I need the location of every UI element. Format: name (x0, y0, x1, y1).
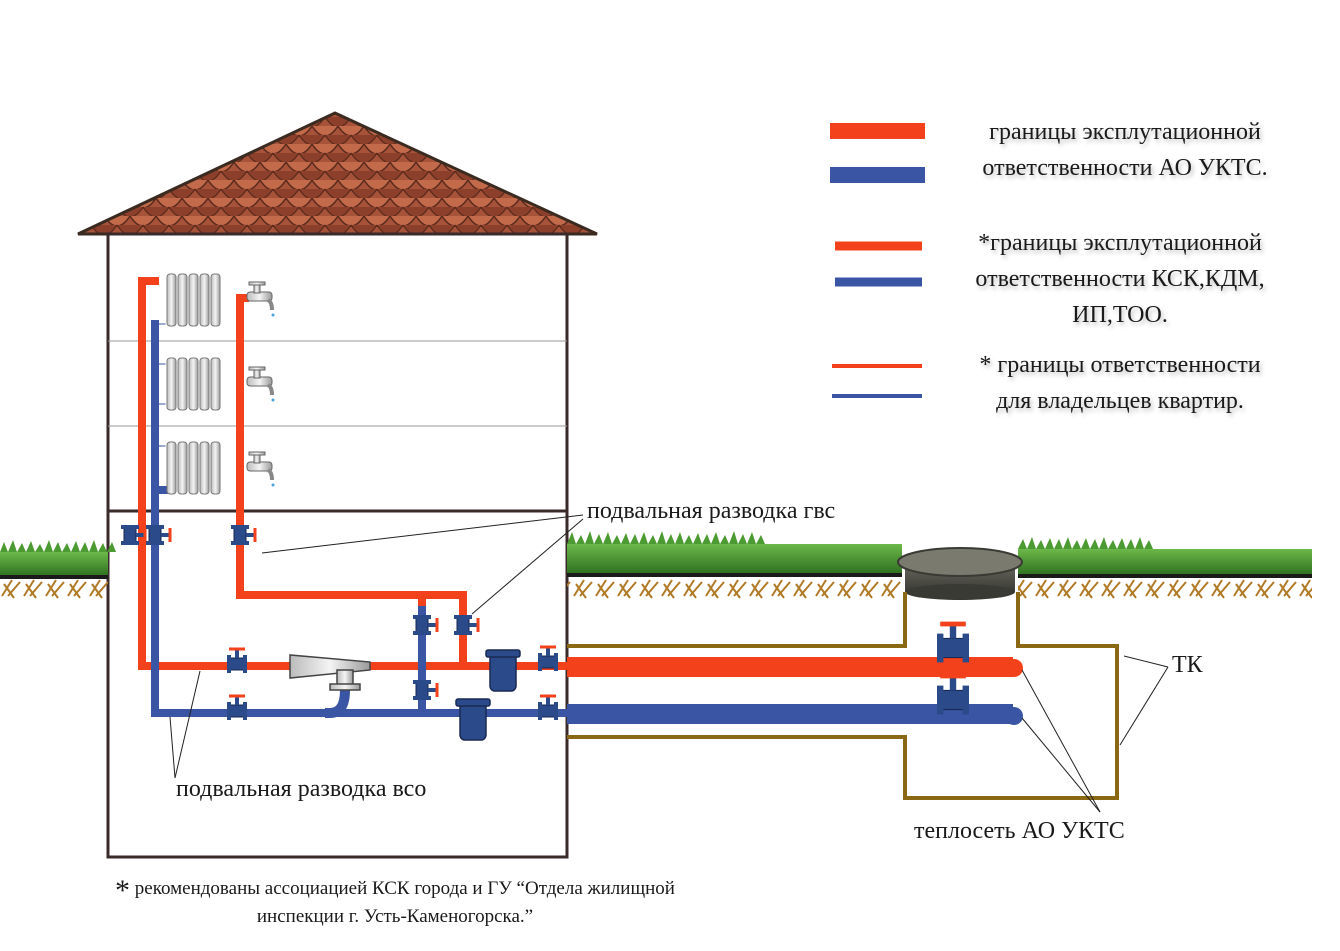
footnote-star: * (115, 874, 131, 907)
faucet-icon (246, 281, 275, 317)
faucet-icon (246, 366, 275, 402)
valve-icon (121, 525, 147, 545)
legend-item-uktc: границы эксплутационной ответственности … (940, 114, 1310, 186)
radiator-icon (166, 357, 221, 411)
valves (121, 525, 969, 720)
valve-icon (538, 694, 558, 720)
footnote-text-1: рекомендованы ассоциацией КСК города и Г… (134, 878, 675, 899)
manhole-icon (897, 547, 1023, 600)
heat-channel (567, 592, 1119, 800)
legend-item-uktc-line2: ответственности АО УКТС. (982, 155, 1268, 181)
valve-icon (227, 647, 247, 673)
leader-lines (169, 514, 1169, 813)
label-basement-heat: подвальная разводка всо (176, 776, 427, 802)
roof-icon (77, 111, 598, 236)
filter-icon (455, 698, 491, 741)
legend-item-owners-line1: * границы ответственности (979, 352, 1261, 378)
valve-icon (454, 615, 480, 635)
label-heat-network: теплосеть АО УКТС (914, 818, 1125, 844)
soil (0, 577, 1312, 603)
footnote: * рекомендованы ассоциацией КСК города и… (50, 876, 740, 930)
label-tk: ТК (1172, 652, 1203, 678)
valve-icon (227, 694, 247, 720)
valve-icon (413, 680, 439, 700)
elevator-icon (289, 654, 371, 691)
hot-pipe-end-icon (1005, 659, 1023, 677)
legend-item-owners-line2: для владельцев квартир. (996, 388, 1244, 414)
legend-item-ksk-line2: ответственности КСК,КДМ, (975, 266, 1265, 292)
legend-item-uktc-line1: границы эксплутационной (989, 119, 1261, 145)
cold-pipes (151, 320, 1013, 724)
valve-icon (413, 615, 439, 635)
valve-icon (146, 525, 172, 545)
legend-item-ksk-line1: *границы эксплутационной (978, 230, 1262, 256)
cold-pipe-end-icon (1005, 707, 1023, 725)
valve-icon (231, 525, 257, 545)
footnote-line1: * рекомендованы ассоциацией КСК города и… (50, 874, 740, 907)
grass-icon (0, 531, 1312, 579)
legend-item-ksk: *границы эксплутационной ответственности… (935, 225, 1305, 333)
filter-icon (485, 649, 521, 692)
valve-icon (538, 645, 558, 671)
legend-item-ksk-line3: ИП,ТОО. (1072, 302, 1168, 328)
valve-icon (937, 673, 969, 715)
label-basement-hot: подвальная разводка гвс (587, 498, 836, 524)
legend-item-owners: * границы ответственности для владельцев… (935, 347, 1305, 419)
legend-lines (830, 123, 925, 398)
house (106, 232, 569, 859)
footnote-text-2: инспекции г. Усть-Каменогорска.” (256, 906, 534, 927)
radiator-icon (166, 273, 221, 327)
faucet-icon (246, 451, 275, 487)
valve-icon (937, 621, 969, 663)
radiator-icon (166, 441, 221, 495)
